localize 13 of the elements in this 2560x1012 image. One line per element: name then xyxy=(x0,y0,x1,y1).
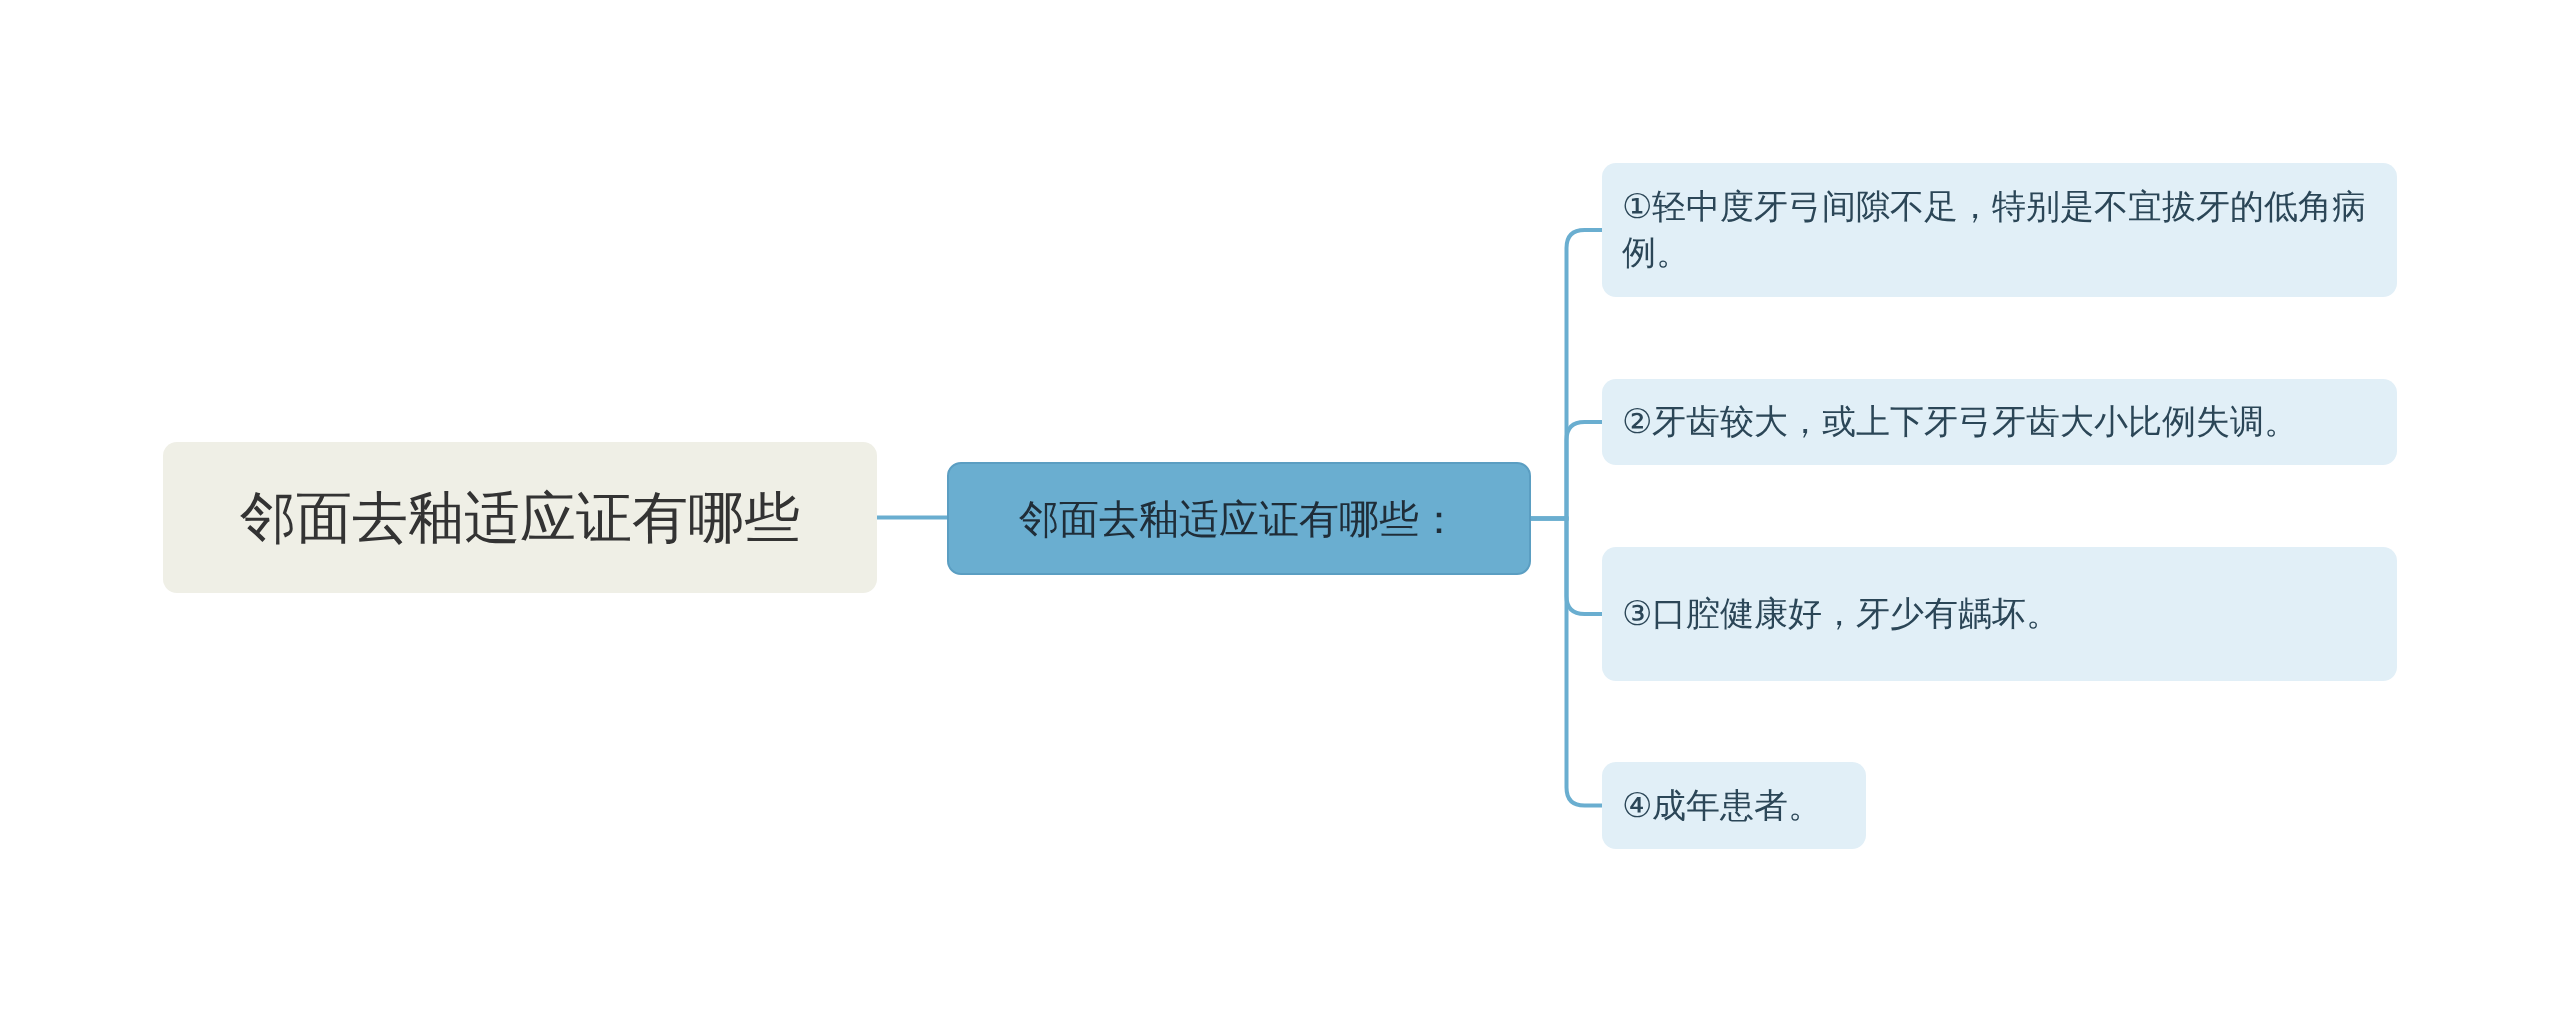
topic-box xyxy=(163,442,877,593)
item-box xyxy=(1602,379,2397,465)
connector-line xyxy=(877,515,947,520)
item-box xyxy=(1602,547,2397,681)
node-text: 邻面去釉适应证有哪些 xyxy=(240,483,800,552)
node-text: ③口腔健康好，牙少有龋坏。 xyxy=(1622,592,2061,636)
node-text: ④成年患者。 xyxy=(1622,783,1823,827)
node-text: 邻面去釉适应证有哪些： xyxy=(1019,494,1459,544)
node-text: ①轻中度牙弓间隙不足，特别是不宜拔牙的低角病例。 xyxy=(1622,185,2368,274)
node-text: ②牙齿较大，或上下牙弓牙齿大小比例失调。 xyxy=(1622,400,2299,444)
item-box xyxy=(1602,163,2397,297)
subtopic-box xyxy=(947,462,1531,575)
item-box xyxy=(1602,762,1866,849)
